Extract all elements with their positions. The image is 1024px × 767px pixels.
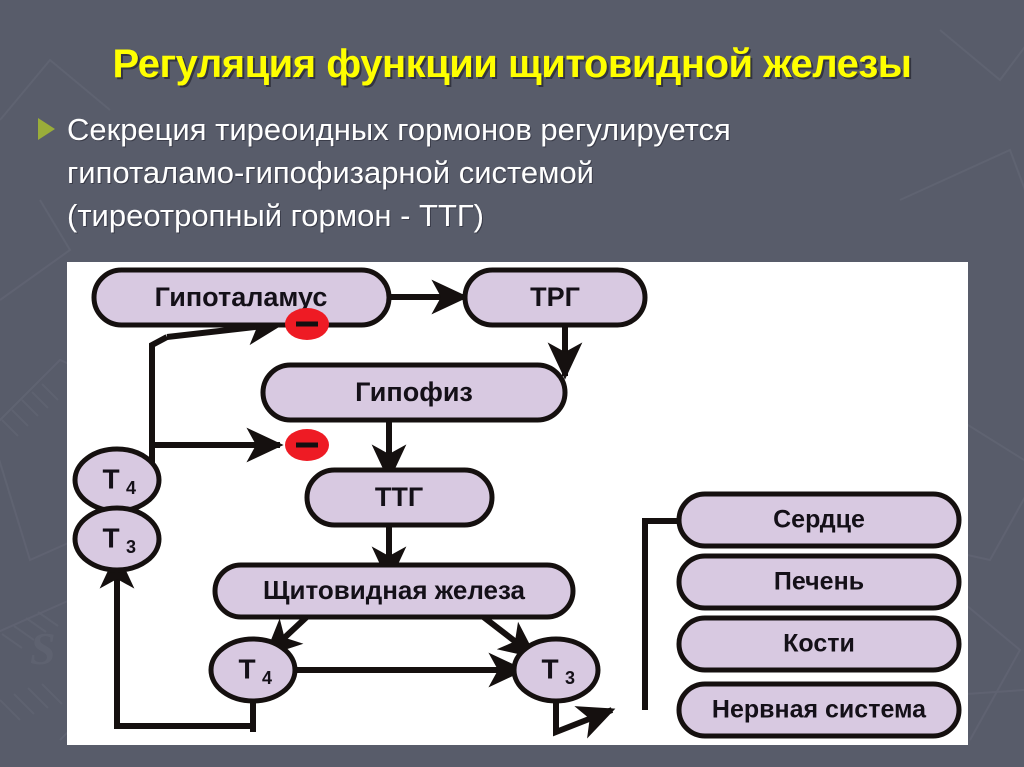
bullet-row: Секреция тиреоидных гормонов регулируетс… — [38, 108, 998, 237]
svg-text:ТРГ: ТРГ — [530, 282, 580, 312]
svg-text:Печень: Печень — [774, 568, 864, 596]
bullet-triangle-icon — [38, 118, 55, 140]
svg-text:3: 3 — [126, 537, 136, 557]
bullet-block: Секреция тиреоидных гормонов регулируетс… — [38, 108, 998, 237]
svg-text:Щитовидная железа: Щитовидная железа — [263, 575, 526, 605]
thyroid-regulation-diagram: Гипоталамус ТРГ Гипофиз — [67, 262, 968, 745]
svg-text:4: 4 — [262, 668, 272, 688]
node-t4-circulating[interactable]: T 4 — [72, 446, 162, 514]
diagram-canvas: Гипоталамус ТРГ Гипофиз — [72, 267, 962, 739]
node-target-heart[interactable]: Сердце — [676, 491, 962, 549]
node-hypothalamus[interactable]: Гипоталамус — [91, 267, 392, 328]
svg-text:ТТГ: ТТГ — [375, 482, 423, 512]
node-target-nervous-system[interactable]: Нервная система — [676, 681, 962, 739]
node-target-bones[interactable]: Кости — [676, 615, 962, 673]
svg-text:T: T — [102, 463, 119, 494]
node-tsh[interactable]: ТТГ — [304, 467, 495, 528]
svg-text:T: T — [541, 653, 558, 684]
node-trh[interactable]: ТРГ — [462, 267, 648, 328]
svg-text:S: S — [30, 623, 56, 674]
svg-text:Сердце: Сердце — [773, 506, 865, 534]
svg-text:Гипофиз: Гипофиз — [355, 377, 473, 407]
node-t3-secreted[interactable]: T 3 — [511, 636, 601, 704]
node-thyroid-gland[interactable]: Щитовидная железа — [212, 562, 576, 620]
svg-text:Кости: Кости — [783, 630, 855, 658]
edge-t3-to-targets — [553, 694, 616, 739]
svg-text:3: 3 — [565, 668, 575, 688]
svg-text:T: T — [238, 653, 255, 684]
svg-text:Гипоталамус: Гипоталамус — [155, 282, 328, 312]
svg-text:Нервная система: Нервная система — [712, 696, 927, 724]
svg-text:T: T — [102, 522, 119, 553]
node-target-liver[interactable]: Печень — [676, 553, 962, 611]
inhibition-marker-hypothalamus — [285, 308, 329, 340]
bullet-text: Секреция тиреоидных гормонов регулируетс… — [67, 112, 731, 233]
inhibition-marker-pituitary — [285, 429, 329, 461]
edge-targets-spine — [642, 518, 679, 710]
node-t4-secreted[interactable]: T 4 — [208, 636, 298, 704]
node-pituitary[interactable]: Гипофиз — [260, 362, 568, 423]
page-title: Регуляция функции щитовидной железы — [112, 42, 912, 86]
svg-text:4: 4 — [126, 478, 136, 498]
node-t3-circulating[interactable]: T 3 — [72, 505, 162, 573]
edge-left-hormone-riser — [149, 334, 169, 480]
